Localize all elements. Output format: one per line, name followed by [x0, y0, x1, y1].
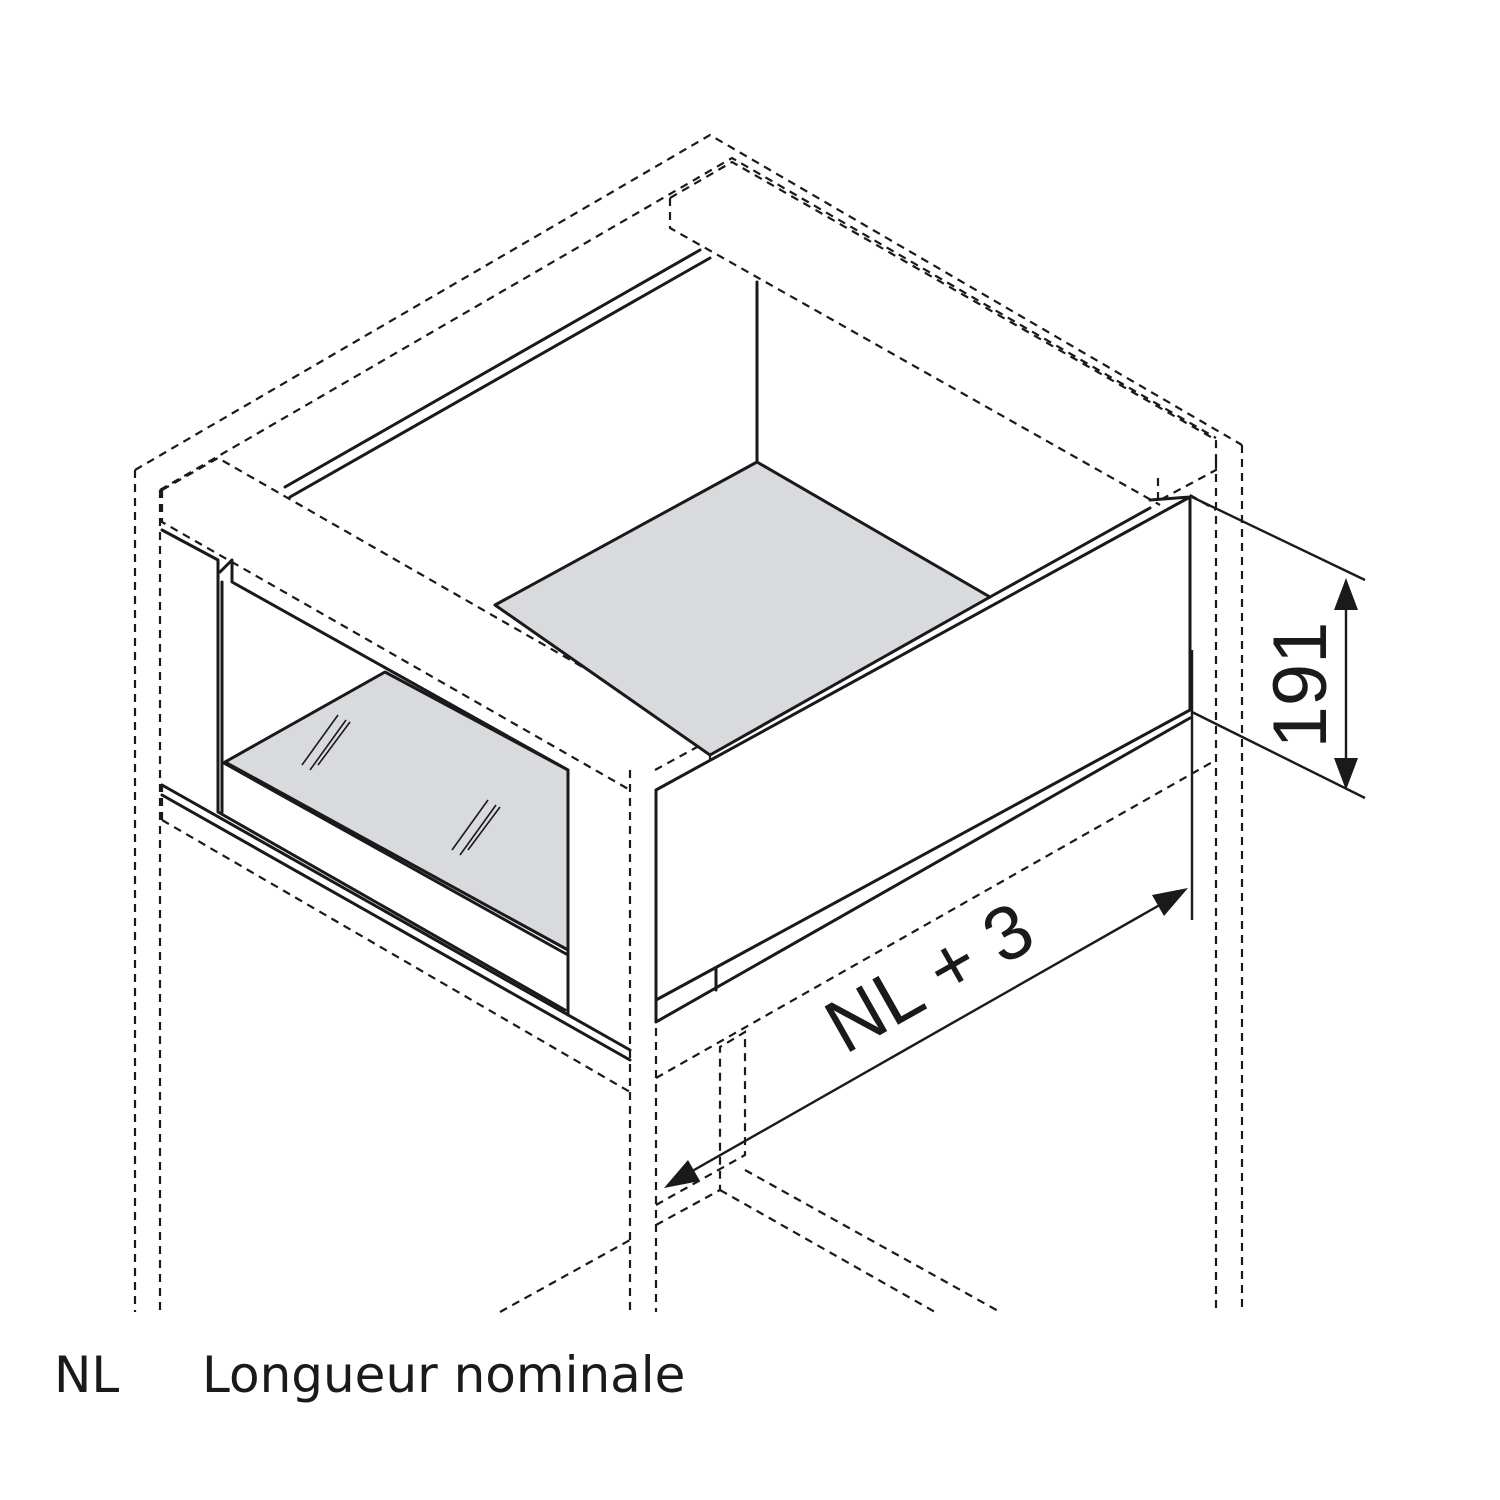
cabinet-outline [133, 133, 1244, 1313]
glass-side-floor [223, 670, 570, 952]
glass-hatch-marks [301, 714, 501, 856]
height-arrow-top [1334, 578, 1358, 610]
drawer-body [160, 248, 1192, 1062]
length-arrow-left [664, 1160, 700, 1188]
legend-abbreviation: NL [54, 1346, 120, 1404]
length-dimension [664, 650, 1194, 1188]
length-arrow-right [1152, 888, 1188, 916]
height-value: 191 [1258, 622, 1343, 749]
legend-description: Longueur nominale [202, 1346, 686, 1404]
height-dimension [1191, 495, 1366, 800]
drawer-side-panel [654, 495, 1192, 1002]
height-arrow-bottom [1334, 758, 1358, 790]
